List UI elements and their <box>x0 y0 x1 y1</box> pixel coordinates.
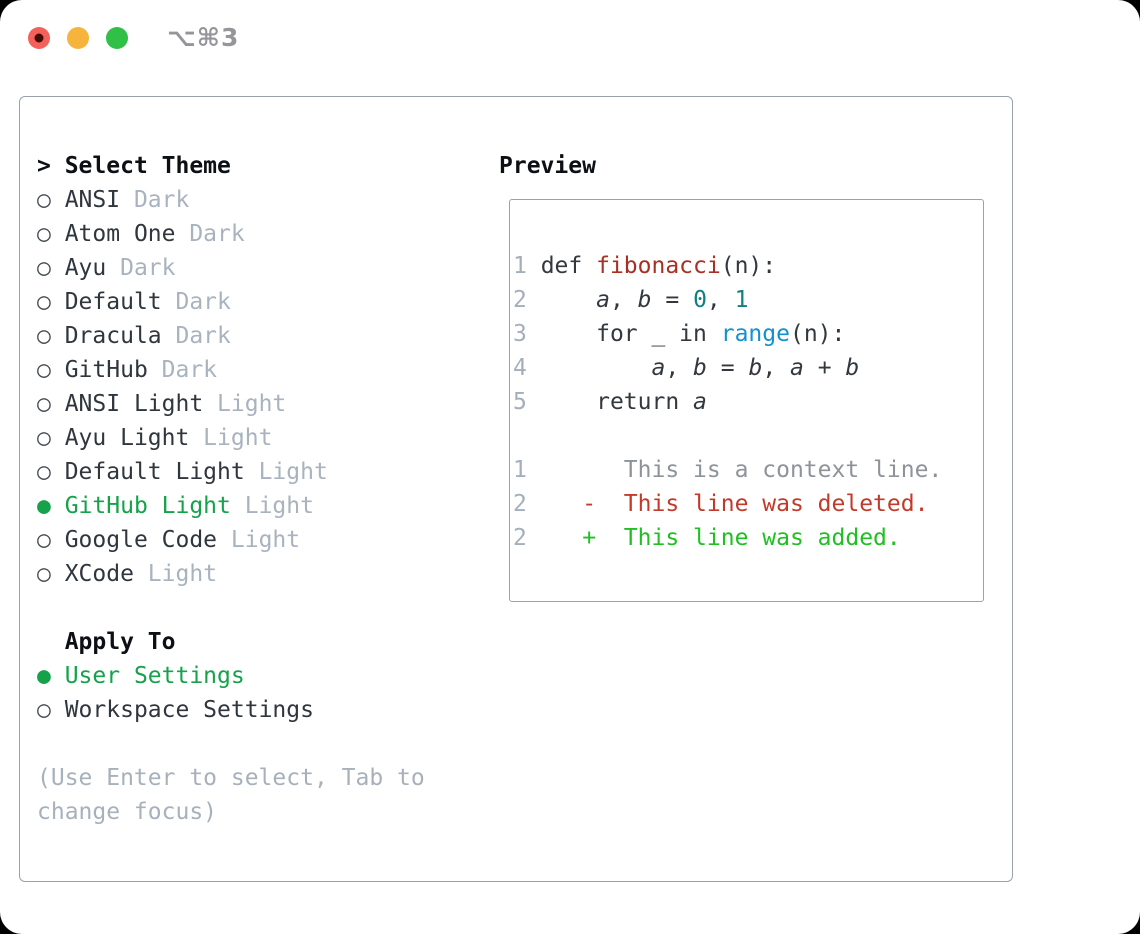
code-line: 2 - This line was deleted. <box>513 491 929 517</box>
theme-option[interactable]: ○ Default Dark <box>37 289 231 315</box>
code-line: 2 + This line was added. <box>513 525 901 551</box>
code-line: 3 for _ in range(n): <box>513 321 846 347</box>
code-line <box>513 419 983 453</box>
keyboard-shortcut-label: ⌥⌘3 <box>167 23 240 52</box>
code-line: 2 a, b = 0, 1 <box>513 287 749 313</box>
code-line: 4 a, b = b, a + b <box>513 355 860 381</box>
code-line: 1 This is a context line. <box>513 457 943 483</box>
spacer-row <box>37 727 425 761</box>
theme-option[interactable]: ○ Ayu Dark <box>37 255 176 281</box>
zoom-button[interactable] <box>106 27 128 49</box>
title-bar: ⌥⌘3 <box>0 0 1140 76</box>
code-line: 5 return a <box>513 389 707 415</box>
theme-option[interactable]: ○ ANSI Dark <box>37 187 190 213</box>
minimize-button[interactable] <box>67 27 89 49</box>
theme-option[interactable]: ○ Default Light Light <box>37 459 328 485</box>
theme-option[interactable]: ○ Dracula Dark <box>37 323 231 349</box>
close-button[interactable] <box>28 27 50 49</box>
theme-option[interactable]: ○ Google Code Light <box>37 527 301 553</box>
preview-heading: Preview <box>499 153 596 179</box>
code-line: 1 def fibonacci(n): <box>513 253 777 279</box>
apply-to-option[interactable]: ○ Workspace Settings <box>37 697 314 723</box>
apply-to-heading: Apply To <box>64 629 176 655</box>
preview-code-box: 1 def fibonacci(n): 2 a, b = 0, 1 3 for _ … <box>509 199 984 602</box>
hint-text: (Use Enter to select, Tab to <box>37 765 425 791</box>
theme-option[interactable]: ○ ANSI Light Light <box>37 391 287 417</box>
theme-option[interactable]: ○ Ayu Light Light <box>37 425 273 451</box>
theme-list: > Select Theme ○ ANSI Dark ○ Atom One Dark… <box>37 149 425 829</box>
theme-option[interactable]: ● GitHub Light Light <box>37 493 314 519</box>
apply-to-option[interactable]: ● User Settings <box>37 663 245 689</box>
theme-list-title: > Select Theme <box>37 153 231 179</box>
unsaved-dot-icon <box>34 33 44 43</box>
theme-option[interactable]: ○ XCode Light <box>37 561 218 587</box>
spacer-row <box>37 591 425 625</box>
theme-option[interactable]: ○ Atom One Dark <box>37 221 245 247</box>
hint-text: change focus) <box>37 799 218 825</box>
theme-picker-panel: > Select Theme ○ ANSI Dark ○ Atom One Dark… <box>19 96 1013 882</box>
theme-option[interactable]: ○ GitHub Dark <box>37 357 218 383</box>
